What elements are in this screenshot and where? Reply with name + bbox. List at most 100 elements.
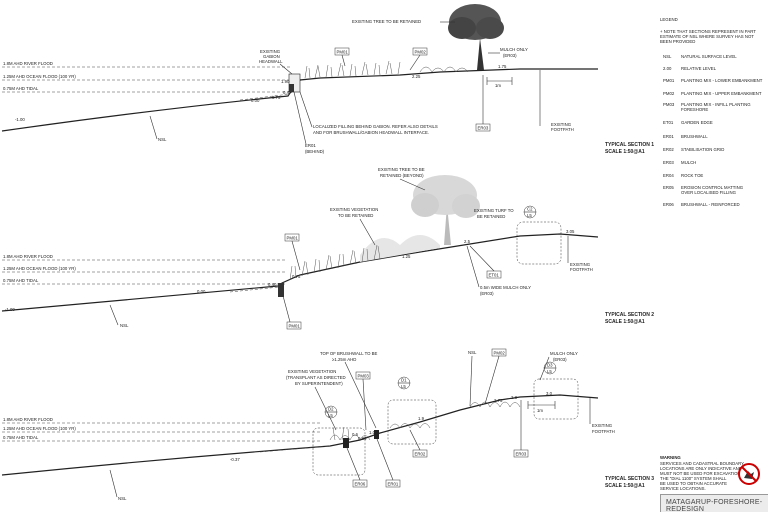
- existing-tree-2: [411, 175, 480, 245]
- label-mulch-s2-2: (ER03): [480, 291, 494, 296]
- label-tree-retained: EXISTING TREE TO BE RETAINED: [352, 19, 421, 24]
- legend-desc-10-0: EROSION CONTROL MATTING: [681, 185, 744, 190]
- dim-1m-s1: 1m: [495, 83, 501, 88]
- level-s3-c: 0.86: [358, 436, 367, 441]
- label-er01-behind-1: ER01: [305, 143, 316, 148]
- legend-code-6: ER01: [663, 134, 674, 139]
- label-nsl-3: NSL: [468, 350, 477, 355]
- label-footpath-s2-1: EXISTING: [570, 262, 591, 267]
- legend-desc-9-0: ROCK TOE: [681, 173, 703, 178]
- level-s1-c: 0.75: [272, 95, 281, 100]
- label-er01-behind-2: (BEHIND): [305, 149, 325, 154]
- callout-d1-bottom: L5: [401, 384, 406, 389]
- section-1: 1.8M AHD RIVER FLOOD 1.25M AHD OCEAN FLO…: [1, 4, 654, 155]
- tag-er02-s3: ER02: [415, 452, 426, 457]
- warning-line-2: LOCATIONS ARE ONLY INDICATIVE AND: [660, 466, 742, 471]
- label-mulch-2: (ER03): [503, 53, 517, 58]
- legend-desc-8-0: MULCH: [681, 160, 696, 165]
- label-tree-s2-1: EXISTING TREE TO BE: [378, 167, 425, 172]
- label-fill-2: AND FOR BRUSHWALL/GABION HEADWALL INTERF…: [313, 130, 429, 135]
- legend-code-11: ER06: [663, 202, 674, 207]
- label-turf-s2-2: BE RETAINED: [477, 214, 505, 219]
- legend-desc-3-0: PLANTING MIX - UPPER EMBANKMENT: [681, 91, 762, 96]
- gabion-headwall: [288, 73, 301, 93]
- warning-line-6: SERVICE LOCATIONS.: [660, 486, 706, 491]
- level-s2-a: -1.00: [5, 307, 15, 312]
- level-s3-f: 2.75: [494, 398, 503, 403]
- label-fill-1: LOCALIZED FILLING BEHIND GABION. REFER A…: [313, 124, 438, 129]
- water-level-river-flood: 1.8M AHD RIVER FLOOD: [3, 61, 53, 66]
- legend-desc-4-0: PLANTING MIX - INFILL PLANTING: [681, 102, 751, 107]
- warning-line-1: SERVICES AND CADASTRAL BOUNDARY: [660, 461, 744, 466]
- label-gabion-1: EXISTING: [260, 49, 281, 54]
- tag-pm01-s1: PM01: [337, 50, 349, 55]
- tag-er01-s3: ER01: [388, 482, 399, 487]
- label-tree-s2-2: RETAINED (BEYOND): [380, 173, 424, 178]
- section-2-scale: SCALE 1:50@A1: [605, 319, 645, 325]
- label-footpath-s2-2: FOOTPATH: [570, 267, 593, 272]
- level-s2-g: 3.05: [566, 229, 575, 234]
- label-mulch-s3-1: MULCH ONLY: [550, 351, 578, 356]
- level-s3-b: 0.6: [352, 432, 359, 437]
- callout-d3-top: D3: [547, 363, 553, 368]
- section-3: 1.8M AHD RIVER FLOOD 1.25M AHD OCEAN FLO…: [1, 348, 654, 501]
- tag-pm02-s1: PM02: [415, 50, 427, 55]
- label-footpath-1-a: EXISTING: [551, 122, 572, 127]
- tag-pm02-s3: PM02: [494, 351, 506, 356]
- water-level-river-flood-2: 1.8M AHD RIVER FLOOD: [3, 254, 53, 259]
- legend-code-4: PM03: [663, 102, 675, 107]
- legend-desc-11-0: BRUSHWALL - REINFORCED: [681, 202, 740, 207]
- warning-line-4: THE "DIAL 1100" SYSTEM SHALL: [660, 476, 727, 481]
- water-level-ocean-flood: 1.25M AHD OCEAN FLOOD (100 YR): [3, 74, 76, 79]
- level-s2-e: 1.25: [402, 254, 411, 259]
- section-1-title: TYPICAL SECTION 1: [605, 142, 654, 148]
- level-s1-g: 1.75: [498, 64, 507, 69]
- level-s1-d: 1.90: [281, 79, 290, 84]
- level-s2-b: 0.00: [197, 289, 206, 294]
- section-2-title: TYPICAL SECTION 2: [605, 312, 654, 318]
- level-s1-f: 2.25: [412, 74, 421, 79]
- legend-code-2: PM01: [663, 78, 675, 83]
- legend: LEGEND + NOTE THAT SECTIONS REPRESENT IN…: [660, 17, 763, 207]
- label-veg-s3-1: EXISTING VEGETATION: [288, 369, 336, 374]
- legend-note-1: + NOTE THAT SECTIONS REPRESENT IN PART: [660, 29, 756, 34]
- water-level-tidal-2: 0.75M AHD TIDAL: [3, 278, 39, 283]
- warning-line-5: BE USED TO OBTAIN ACCURATE: [660, 481, 727, 486]
- callout-d3-bottom: L5: [547, 369, 552, 374]
- legend-title: LEGEND: [660, 17, 678, 22]
- tag-er03-s1: ER03: [478, 126, 489, 131]
- label-veg-s2-1: EXISTING VEGETATION: [330, 207, 378, 212]
- level-s1-b: 0.00: [251, 98, 260, 103]
- existing-tree-1: [448, 4, 504, 70]
- level-s2-c: 0.75: [292, 274, 301, 279]
- level-s3-a: -0.37: [230, 457, 240, 462]
- label-veg-s3-2: (TRANSPLANT AS DIRECTED: [286, 375, 346, 380]
- section-1-scale: SCALE 1:50@A1: [605, 149, 645, 155]
- legend-code-9: ER04: [663, 173, 674, 178]
- legend-code-10: ER05: [663, 185, 674, 190]
- water-level-ocean-flood-3: 1.25M AHD OCEAN FLOOD (100 YR): [3, 426, 76, 431]
- callout-c2-bottom: L5: [527, 213, 532, 218]
- level-s1-a: -1.00: [15, 117, 25, 122]
- legend-desc-5-0: GARDEN EDGE: [681, 120, 713, 125]
- level-s2-d: 0.40: [268, 282, 277, 287]
- callout-d2-top: D2: [328, 407, 334, 412]
- water-level-tidal: 0.75M AHD TIDAL: [3, 86, 39, 91]
- legend-code-5: ET01: [663, 120, 674, 125]
- legend-note-2: ESTIMATE OF NSL WHERE SURVEY HAS NOT: [660, 34, 754, 39]
- label-nsl-3b: NSL: [118, 496, 127, 501]
- level-s2-f: 2.5: [464, 239, 471, 244]
- legend-note-3: BEEN PROVIDED: [660, 39, 695, 44]
- label-brushwall-s3-2: ≥1.25m AHD: [332, 357, 356, 362]
- warning-block: WARNING SERVICES AND CADASTRAL BOUNDARY …: [660, 455, 760, 491]
- legend-code-1: 2.00: [663, 66, 672, 71]
- legend-desc-2-0: PLANTING MIX - LOWER EMBANKMENT: [681, 78, 763, 83]
- legend-code-0: NSL: [663, 54, 672, 59]
- dim-1m-s3: 1m: [537, 408, 543, 413]
- label-gabion-2: GABION: [263, 54, 280, 59]
- level-s3-d: 1.05: [369, 430, 378, 435]
- detail-box-d1: [387, 399, 437, 445]
- legend-desc-6-0: BRUSHWALL: [681, 134, 708, 139]
- tag-pm01-s2-top: PM01: [287, 236, 299, 241]
